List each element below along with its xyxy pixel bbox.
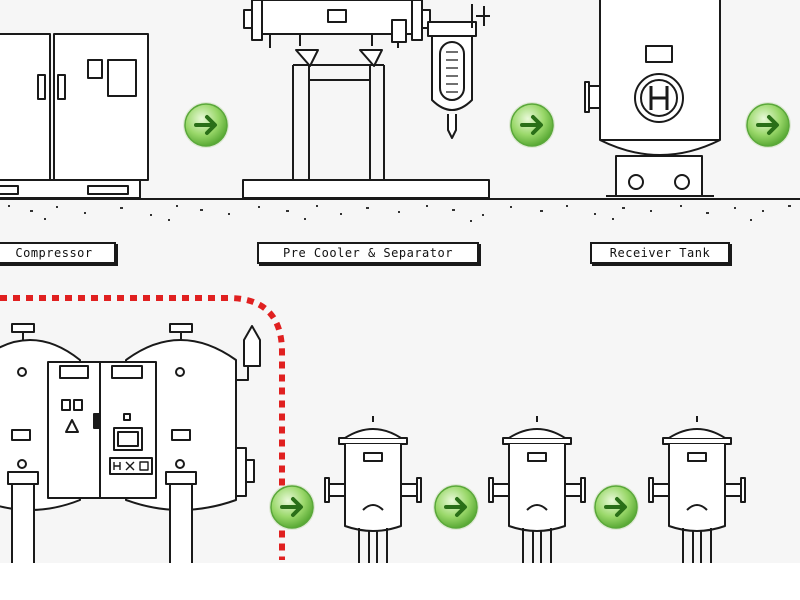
arrow-right-circle-icon [431, 482, 481, 532]
receiver-tank-label: Receiver Tank [590, 242, 730, 264]
filter-unit-1 [324, 415, 422, 567]
filter-unit-2 [488, 415, 586, 567]
pre-cooler-separator-unit [242, 0, 490, 199]
bottom-margin [0, 563, 800, 600]
arrow-right-circle-icon [743, 100, 793, 150]
compressor-label: Compressor [0, 242, 116, 264]
compressor-unit [0, 33, 149, 199]
arrow-right-circle-icon [181, 100, 231, 150]
receiver-tank-unit [584, 0, 721, 197]
filter-unit-3 [648, 415, 746, 567]
arrow-right-circle-icon [267, 482, 317, 532]
arrow-right-circle-icon [507, 100, 557, 150]
pre-cooler-label: Pre Cooler & Separator [257, 242, 479, 264]
dryer-unit [0, 323, 261, 565]
arrow-right-circle-icon [591, 482, 641, 532]
ground-line [0, 198, 800, 222]
highlight-outline [0, 295, 285, 560]
